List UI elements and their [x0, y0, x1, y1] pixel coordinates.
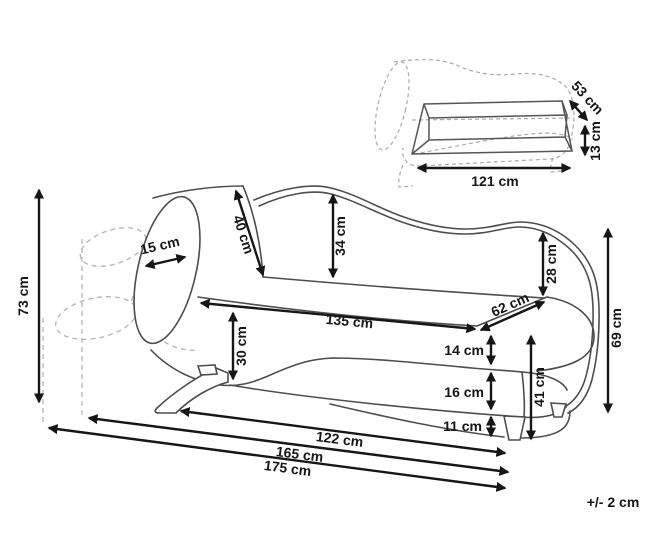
- dim-arrow: [199, 298, 477, 334]
- dim-label: 69 cm: [608, 308, 624, 348]
- inset-armrest-ghost: [374, 61, 410, 151]
- dim-label: 135 cm: [325, 311, 374, 331]
- inset-leg-ghost-right: [550, 157, 563, 173]
- inset-seat-ghost-line: [411, 117, 573, 121]
- dim-label: 11 cm: [443, 418, 482, 434]
- inset-storage-view: 53 cm 13 cm 121 cm: [374, 58, 607, 189]
- front-right-leg: [503, 415, 526, 441]
- dim-arrow: [144, 254, 187, 269]
- seat-back-edge: [262, 276, 545, 299]
- dim-arrow: [568, 99, 589, 122]
- tolerance-note: +/- 2 cm: [587, 494, 640, 510]
- base-mid-seam: [229, 384, 567, 419]
- dim-label: 13 cm: [587, 121, 603, 161]
- armrest-ridge: [152, 185, 244, 199]
- inset-body-ghost: [393, 58, 575, 167]
- dim-label: 14 cm: [444, 342, 484, 358]
- dim-arrow: [47, 424, 507, 492]
- dim-label: 73 cm: [15, 276, 31, 316]
- dim-cushion-side-height: 14 cm: [444, 334, 497, 366]
- dim-label: 16 cm: [444, 384, 484, 400]
- dim-label: 175 cm: [263, 457, 312, 479]
- storage-box-inner: [411, 114, 573, 155]
- dim-base-total-height: 41 cm: [525, 334, 547, 441]
- dim-leg-height: 11 cm: [443, 415, 497, 438]
- base-right-corner: [521, 371, 526, 418]
- storage-box: [411, 100, 573, 155]
- dim-overall-height: 73 cm: [15, 188, 45, 404]
- dim-overall-length: 175 cm: [47, 424, 507, 492]
- inset-leg-ghost-left: [398, 164, 414, 188]
- dim-seat-length: 135 cm: [199, 298, 477, 334]
- dim-label: 121 cm: [471, 173, 518, 189]
- backrest-outer-curve: [253, 185, 600, 414]
- dim-backrest-height: 34 cm: [327, 193, 348, 279]
- dim-arrow: [233, 189, 266, 277]
- dim-label: 41 cm: [531, 367, 547, 407]
- front-left-leg-bracket: [196, 364, 218, 376]
- armrest-ghost-mid: [79, 227, 147, 267]
- dim-storage-length: 121 cm: [416, 162, 572, 189]
- dim-backrest-height-right: 28 cm: [537, 231, 559, 297]
- dim-label: 28 cm: [543, 244, 559, 284]
- dim-storage-height: 13 cm: [579, 121, 603, 161]
- back-right-leg: [549, 402, 568, 418]
- dim-label: 122 cm: [315, 428, 364, 450]
- dim-label: 40 cm: [230, 213, 257, 256]
- dim-label: 62 cm: [489, 289, 532, 320]
- armrest-ghost-down: [55, 296, 137, 340]
- dim-label: 30 cm: [233, 326, 249, 366]
- storage-box-outer: [411, 100, 573, 155]
- dim-seat-height-front: 30 cm: [227, 311, 249, 381]
- dim-arrow: [479, 300, 546, 332]
- inset-wave-ghost: [413, 132, 574, 155]
- storage-box-top-face: [423, 100, 569, 119]
- sofa-outline: [133, 185, 600, 441]
- inset-ghost-outline: [374, 58, 575, 188]
- dim-label: 34 cm: [332, 216, 348, 256]
- backrest-inner-curve: [258, 191, 594, 409]
- cushion-right-end: [536, 296, 595, 372]
- dim-right-end-height: 69 cm: [602, 227, 624, 414]
- front-left-leg: [154, 367, 229, 414]
- dim-base-side-height: 16 cm: [444, 371, 497, 411]
- armrest-cylinder-face: [133, 195, 201, 345]
